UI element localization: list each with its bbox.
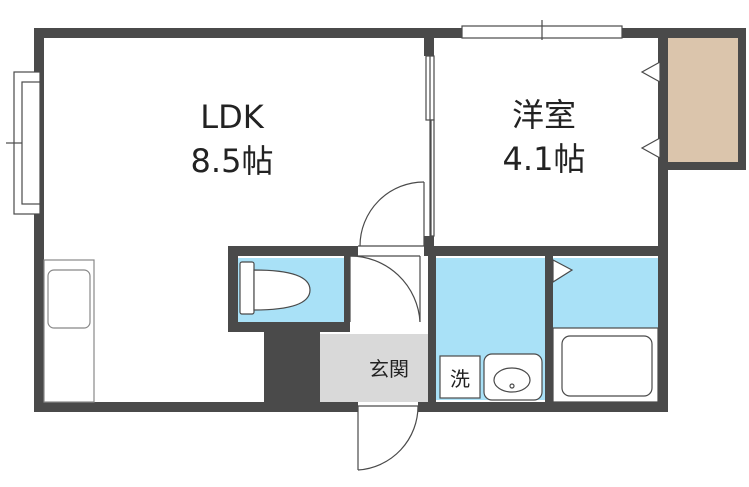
entrance-label: 玄関 (369, 357, 409, 381)
toilet-icon (239, 261, 311, 315)
closet (668, 38, 738, 162)
closet-doors[interactable] (640, 60, 661, 160)
entrance-floor (320, 334, 428, 402)
washbasin-icon (483, 353, 543, 401)
sliding-door[interactable] (425, 55, 435, 237)
washroom-door[interactable] (349, 255, 421, 323)
washer-label: 洗 (450, 367, 470, 391)
kitchen-sink (43, 259, 95, 403)
entrance-step (264, 330, 320, 405)
bath-door[interactable] (552, 259, 574, 284)
left-window (6, 71, 41, 215)
ldk-name: LDK (200, 98, 264, 136)
exterior-walls (34, 28, 746, 412)
bathtub-icon (552, 327, 659, 403)
entrance-door[interactable] (357, 405, 419, 471)
ldk-size: 8.5帖 (191, 142, 274, 180)
top-window (461, 20, 623, 40)
washer-space (439, 355, 481, 399)
western-room-name: 洋室 (512, 96, 576, 134)
interior-walls (228, 36, 664, 406)
western-room-size: 4.1帖 (503, 140, 586, 178)
ldk-door[interactable] (358, 181, 425, 247)
